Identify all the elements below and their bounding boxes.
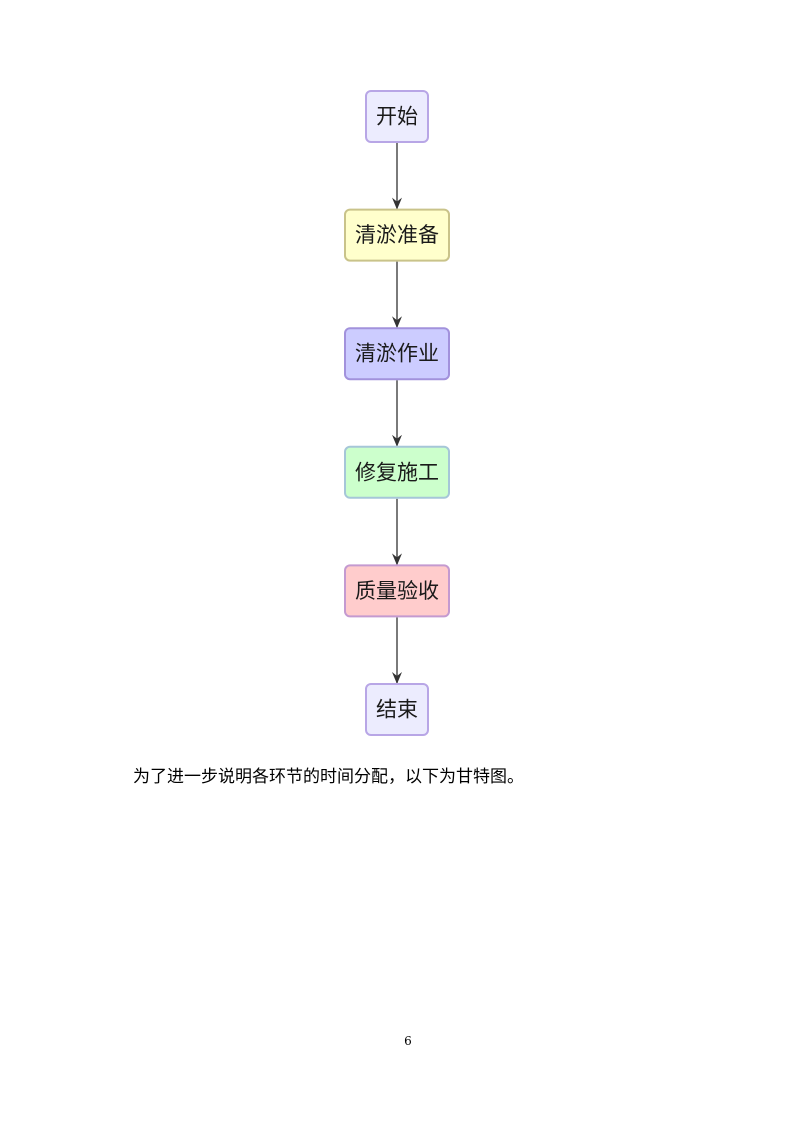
flow-node-inspect: 质量验收: [344, 564, 450, 618]
flow-node-box: [344, 327, 450, 381]
flow-node-label: 清淤作业: [355, 342, 439, 366]
flow-node-label: 开始: [376, 105, 418, 129]
flow-node-box: [344, 445, 450, 499]
flow-node-box: [365, 683, 429, 736]
flow-node-box: [344, 564, 450, 618]
flow-node-dredge: 清淤作业: [344, 327, 450, 381]
flow-node-repair: 修复施工: [344, 445, 450, 499]
page-number: 6: [404, 1034, 412, 1048]
flow-node-box: [365, 90, 429, 143]
flow-node-label: 清淤准备: [355, 223, 439, 247]
flow-node-prepare: 清淤准备: [344, 208, 450, 262]
flow-node-label: 修复施工: [355, 460, 439, 484]
flow-node-start: 开始: [365, 90, 429, 143]
flow-node-label: 质量验收: [355, 579, 439, 603]
caption-text: 为了进一步说明各环节的时间分配，以下为甘特图。: [133, 767, 524, 787]
flow-node-box: [344, 208, 450, 262]
flow-node-label: 结束: [376, 698, 418, 722]
flow-node-end: 结束: [365, 683, 429, 736]
